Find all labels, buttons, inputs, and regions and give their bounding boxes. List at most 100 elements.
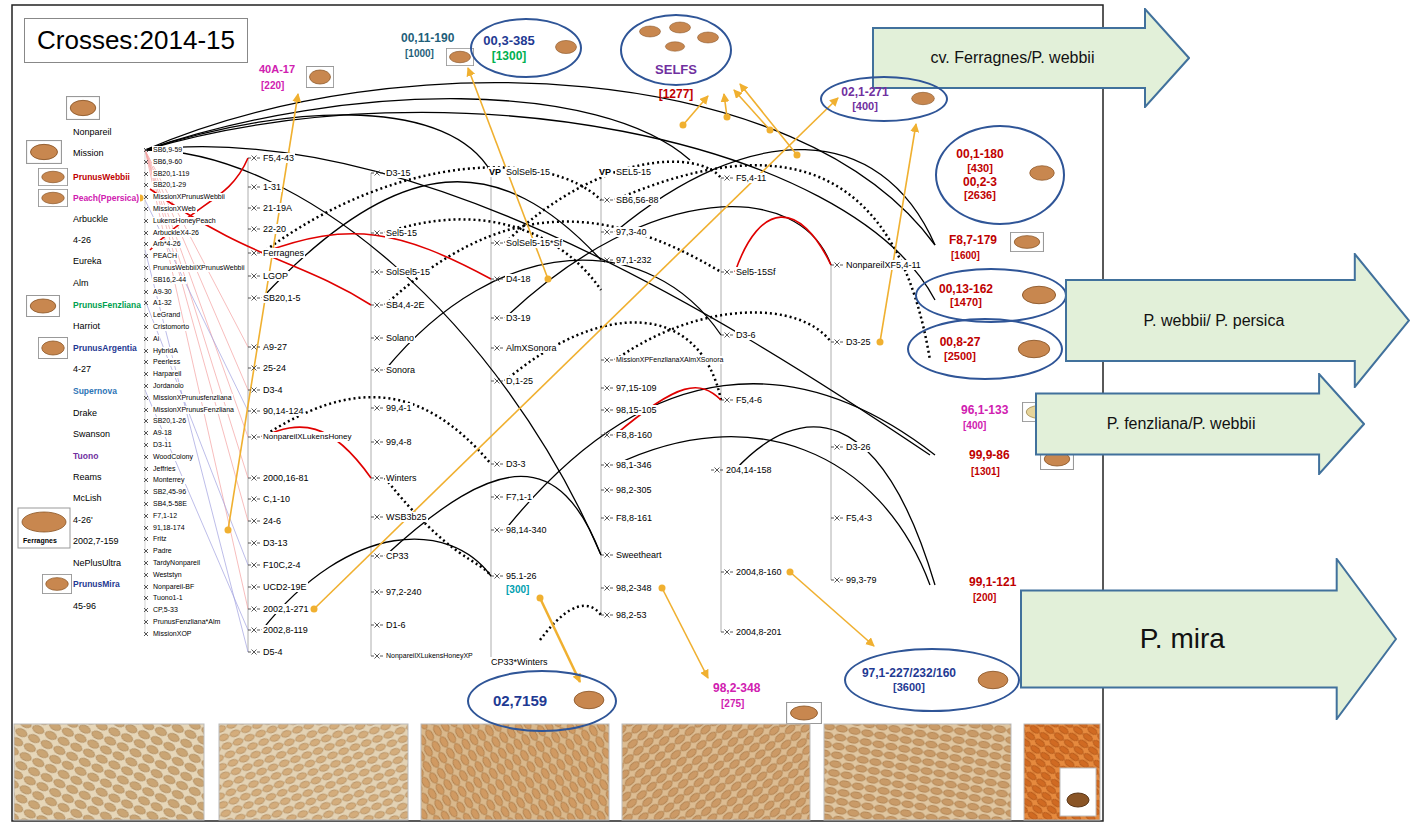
cross-mark: [371, 517, 374, 518]
cross-mark: [248, 276, 251, 277]
cross-mark: [252, 274, 257, 279]
yellow-pointer: [228, 94, 298, 530]
cross-mark: [491, 318, 494, 319]
cross-mark: [252, 388, 257, 393]
cross-mark: [144, 490, 148, 494]
cross-mark: [144, 360, 148, 364]
cross-mark: [248, 609, 251, 610]
almond-icon: [698, 32, 719, 43]
cross-mark: [144, 266, 148, 270]
cross-mark: [144, 337, 148, 341]
cross-mark: [610, 490, 613, 491]
cross-mark: [248, 229, 251, 230]
cross-name: 99,3-79: [845, 575, 878, 586]
cross-mark: [610, 260, 613, 261]
dotted-arc: [262, 162, 930, 640]
cross-mark: [605, 516, 610, 521]
cross-mark: [730, 178, 733, 179]
black-arc: [615, 150, 935, 245]
cross-mark: [491, 464, 494, 465]
black-arc: [145, 83, 935, 245]
cross-name: Ai: [152, 335, 160, 343]
cross-mark: [144, 408, 148, 412]
cross-name: 97,2-240: [385, 587, 423, 598]
cross-name: D3-26: [845, 442, 872, 453]
cross-mark: [605, 488, 610, 493]
dotted-arc: [262, 397, 491, 464]
cross-mark: [252, 409, 257, 414]
cross-mark: [601, 465, 604, 466]
cross-name: 98,1-346: [615, 460, 653, 471]
cross-mark: [144, 183, 148, 187]
red-arc: [615, 388, 721, 435]
yellow-pointer: [314, 98, 838, 609]
cross-mark: [371, 556, 374, 557]
node-body: 02,7159: [469, 672, 571, 730]
cross-mark: [257, 187, 260, 188]
cross-mark: [831, 342, 834, 343]
node-body: P. fenzliana/P. webbii: [1049, 393, 1313, 454]
node-text: [1300]: [483, 49, 534, 63]
cross-mark: [601, 490, 604, 491]
cross-name: F5,4-3: [845, 513, 873, 524]
yellow-dot: [659, 585, 666, 592]
cross-mark: [721, 272, 724, 273]
cross-name: SB20,1-26: [152, 417, 187, 425]
cross-mark: [144, 172, 148, 176]
cross-mark: [375, 654, 380, 659]
diagram-frame: [12, 5, 1103, 821]
cross-mark: [144, 290, 148, 294]
cross-name: D3-25: [845, 337, 872, 348]
cross-mark: [252, 251, 257, 256]
node-text: P. mira: [1140, 622, 1225, 656]
parent-name: Nonpareil: [72, 127, 113, 138]
cross-mark: [375, 440, 380, 445]
cross-mark: [144, 455, 148, 459]
thin-cross-line: [145, 150, 248, 437]
node-text-block: 00,13-162[1470]: [939, 282, 993, 310]
cross-mark: [500, 497, 503, 498]
black-arc: [735, 427, 935, 585]
node-text: cv. Ferragnes/P. webbii: [931, 48, 1095, 67]
cross-mark: [144, 620, 148, 624]
cross-mark: [257, 229, 260, 230]
almond-icon: [1022, 286, 1055, 303]
cross-mark: [144, 443, 148, 447]
cross-mark: [144, 301, 148, 305]
cross-mark: [495, 574, 500, 579]
cross-mark: [252, 409, 257, 414]
cross-mark: [725, 333, 730, 338]
red-arc: [150, 158, 248, 250]
cross-mark: [257, 158, 260, 159]
cross-mark: [248, 565, 251, 566]
cross-mark: [144, 254, 148, 258]
cross-mark: [252, 251, 257, 256]
cross-name: AlmXSonora: [505, 343, 558, 354]
cross-name: Ferragnes: [262, 248, 305, 259]
cross-mark: [144, 349, 148, 353]
cross-mark: [144, 514, 148, 518]
yellow-pointer: [734, 90, 770, 130]
cross-mark: [248, 543, 251, 544]
parent-name: 4-26': [72, 515, 94, 526]
parent-name: PrunusMira: [72, 579, 121, 589]
cross-mark: [252, 156, 257, 161]
cross-name: A1-32: [152, 299, 173, 307]
node-body: SELFS: [622, 56, 730, 84]
cross-mark: [380, 625, 383, 626]
black-arc: [145, 83, 935, 630]
cross-mark: [605, 463, 610, 468]
node-body: P. webbii/ P. persica: [1079, 280, 1349, 361]
cross-mark: [144, 396, 148, 400]
cross-mark: [375, 440, 380, 445]
cross-mark: [248, 411, 251, 412]
node-text: [400]: [841, 100, 888, 113]
cross-mark: [144, 526, 148, 530]
cross-mark: [601, 360, 604, 361]
black-arc: [262, 539, 491, 630]
cross-mark: [495, 528, 500, 533]
cross-name: Solano: [385, 333, 415, 344]
cross-mark: [144, 514, 148, 518]
cross-mark: [605, 433, 610, 438]
cross-mark: [725, 630, 730, 635]
